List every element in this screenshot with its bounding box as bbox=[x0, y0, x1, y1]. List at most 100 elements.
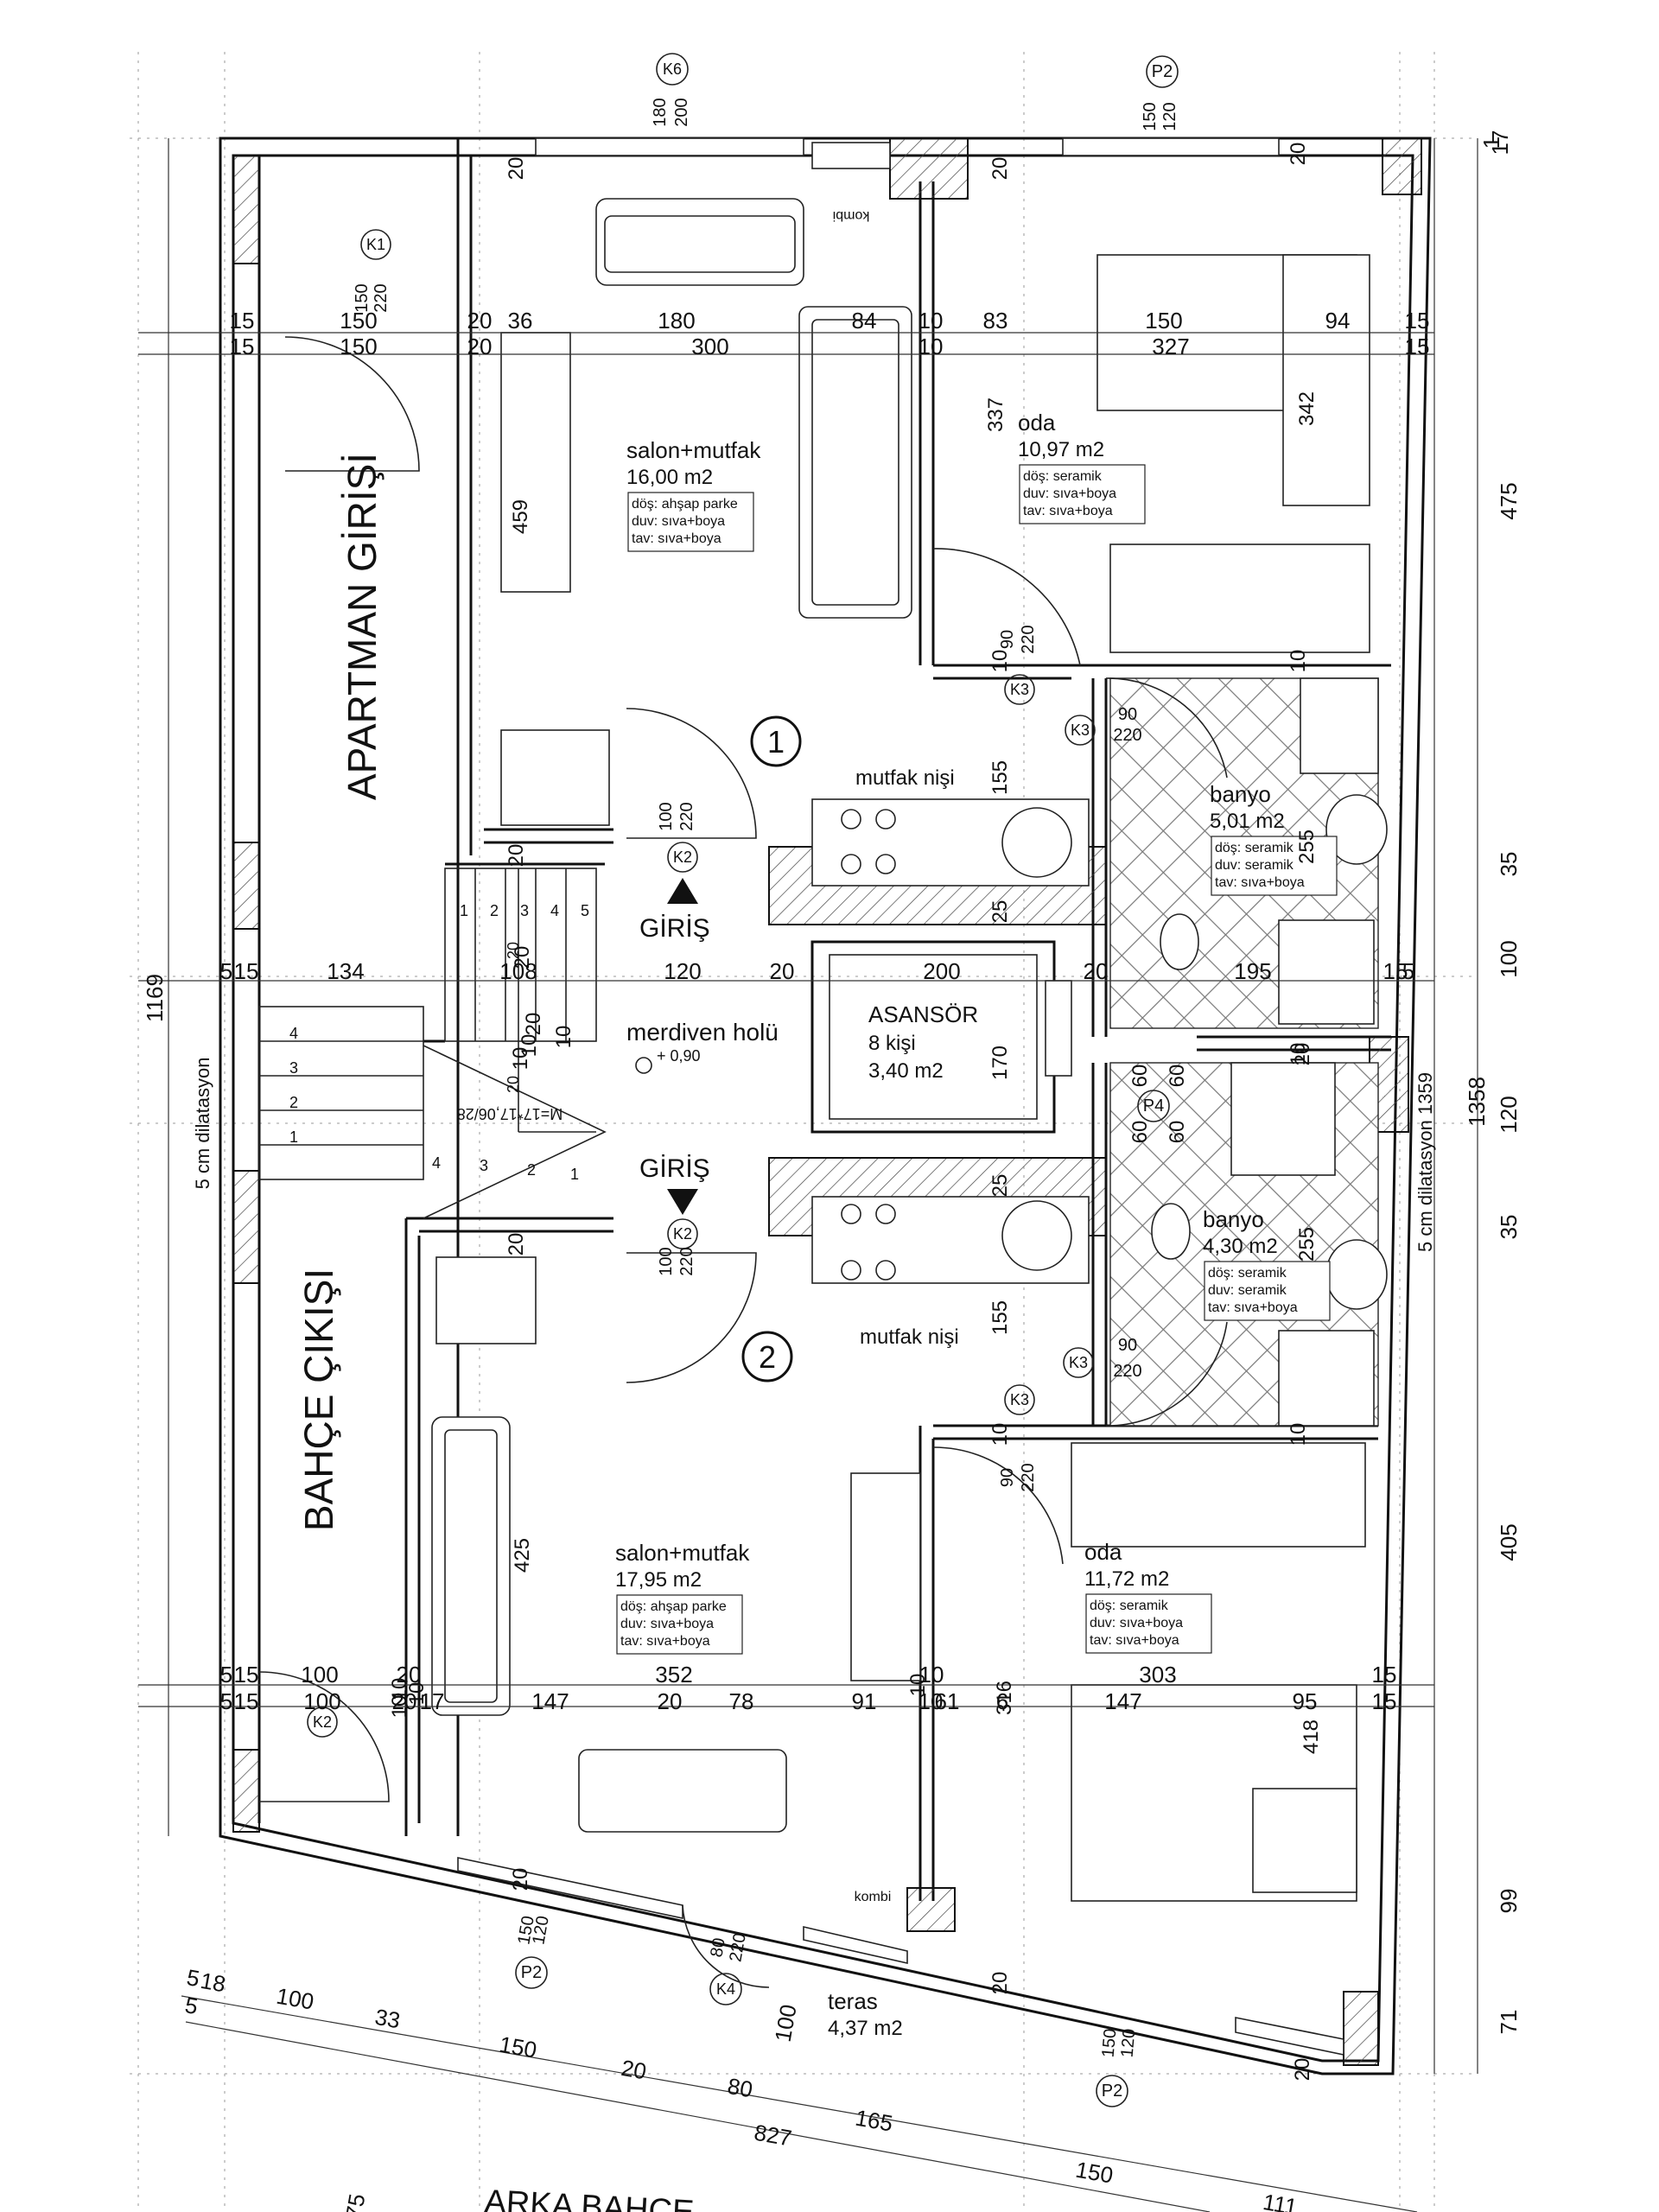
room-area: 10,97 m2 bbox=[1018, 438, 1104, 461]
dimension-value: 111 bbox=[1261, 2189, 1299, 2212]
material-spec: tav: sıva+boya bbox=[1023, 504, 1113, 518]
bahce-cikisi-label: BAHÇE ÇIKIŞI bbox=[296, 1268, 341, 1531]
dimension-value: 75 bbox=[340, 2192, 371, 2212]
dimension-value: 108 bbox=[499, 958, 537, 984]
dimension-value: 15 bbox=[230, 334, 255, 359]
material-spec: döş: seramik bbox=[1215, 841, 1294, 855]
dimension-value: 80 bbox=[726, 2073, 755, 2103]
dimension-value: 20 bbox=[1291, 1043, 1314, 1066]
door-size: 220 bbox=[677, 802, 696, 830]
dimension-value: 95 bbox=[1293, 1688, 1318, 1714]
stair-step-number: 1 bbox=[289, 1128, 298, 1146]
room-area: 4,30 m2 bbox=[1203, 1235, 1278, 1258]
dimension-value: 100 bbox=[301, 1662, 338, 1688]
door-size: 220 bbox=[1019, 1463, 1038, 1491]
dimension-value: 20 bbox=[397, 1662, 422, 1688]
door-size: 220 bbox=[726, 1932, 749, 1964]
door-size: 180 bbox=[651, 98, 670, 126]
dimension-value: 165 bbox=[854, 2105, 895, 2137]
dimension-value: 352 bbox=[655, 1662, 692, 1688]
level-mark: + 0,90 bbox=[657, 1047, 701, 1065]
material-spec: tav: sıva+boya bbox=[1215, 875, 1305, 890]
door-tag: K2 bbox=[313, 1713, 332, 1731]
dimension-value: 10 bbox=[552, 1026, 575, 1049]
dimension-value: 60 bbox=[1128, 1065, 1152, 1088]
dimension-value: 120 bbox=[1496, 1096, 1522, 1133]
dimension-value: 20 bbox=[509, 1868, 532, 1891]
material-box bbox=[616, 1594, 743, 1655]
stair-step-number: 2 bbox=[289, 1094, 298, 1111]
dimension-value: 147 bbox=[1104, 1688, 1141, 1714]
room-area: 3,40 m2 bbox=[868, 1059, 944, 1083]
material-spec: tav: sıva+boya bbox=[620, 1634, 710, 1649]
unit-number-2: 2 bbox=[759, 1339, 776, 1375]
dimension-value: 36 bbox=[508, 308, 533, 334]
window-tag: P2 bbox=[1152, 62, 1173, 81]
material-spec: döş: seramik bbox=[1090, 1599, 1169, 1613]
material-spec: duv: sıva+boya bbox=[632, 514, 725, 529]
dimension-value: 327 bbox=[1152, 334, 1189, 359]
mutfak-nisi-label: mutfak nişi bbox=[860, 1325, 959, 1349]
stair-step-number: 3 bbox=[520, 902, 529, 919]
dimension-value: 83 bbox=[983, 308, 1008, 334]
dimension-value: 300 bbox=[691, 334, 728, 359]
dimension-value: 170 bbox=[988, 1046, 1012, 1080]
furniture-unit-2 bbox=[431, 1062, 1388, 1902]
dimension-value: 20 bbox=[467, 334, 493, 359]
stair-step-number: 4 bbox=[432, 1154, 441, 1172]
dimension-value: 10 bbox=[919, 1662, 944, 1688]
room-name: banyo bbox=[1210, 781, 1271, 807]
dimension-value: 134 bbox=[327, 958, 364, 984]
door-size: 220 bbox=[1019, 625, 1038, 653]
room-area: 17,95 m2 bbox=[615, 1568, 702, 1592]
door-size: 100 bbox=[657, 802, 676, 830]
room-name: oda bbox=[1018, 410, 1056, 435]
material-spec: tav: sıva+boya bbox=[1208, 1300, 1298, 1315]
dimension-value: 20 bbox=[1084, 958, 1109, 984]
dimension-value: 20 bbox=[988, 157, 1012, 181]
door-tag: K4 bbox=[716, 1980, 735, 1998]
merdiven-holu-label: merdiven holü bbox=[626, 1019, 779, 1046]
dimension-value: 10 bbox=[509, 1047, 532, 1071]
dilatasyon-left: 5 cm dilatasyon bbox=[192, 1058, 213, 1190]
dimension-value: 150 bbox=[1074, 2157, 1116, 2189]
dimension-value: 10 bbox=[405, 1682, 429, 1706]
door-tag: K3 bbox=[1010, 1391, 1029, 1408]
stair-step-number: 3 bbox=[289, 1059, 298, 1077]
dimension-value: 15 bbox=[1405, 308, 1430, 334]
door-size: 220 bbox=[1113, 1362, 1141, 1381]
dimension-value: 20 bbox=[467, 308, 493, 334]
material-spec: tav: sıva+boya bbox=[1090, 1633, 1179, 1648]
dimension-value: 150 bbox=[498, 2031, 539, 2063]
dimension-value: 10 bbox=[1287, 1043, 1310, 1066]
dimension-value: 342 bbox=[1295, 391, 1319, 426]
door-tag: K6 bbox=[663, 60, 682, 78]
dimension-value: 20 bbox=[511, 946, 534, 969]
stair-step-number: 5 bbox=[581, 902, 589, 919]
dimension-value: 150 bbox=[1145, 308, 1182, 334]
dimension-value: 10 bbox=[1287, 650, 1310, 673]
dimension-value: 5 bbox=[183, 1992, 200, 2019]
mutfak-nisi-label: mutfak nişi bbox=[855, 766, 955, 790]
dimension-value: 15 bbox=[1372, 1662, 1397, 1688]
material-box bbox=[1085, 1593, 1212, 1654]
dimension-value: 10 bbox=[918, 308, 944, 334]
dimension-value: 1 bbox=[1478, 137, 1504, 149]
dimension-value: 20 bbox=[505, 1233, 528, 1256]
dimension-value: 10 bbox=[918, 334, 944, 359]
dimension-value: 94 bbox=[1325, 308, 1351, 334]
dimension-value: 316 bbox=[993, 1681, 1016, 1715]
dimension-value: 20 bbox=[620, 2055, 649, 2085]
dimension-total: 1169 bbox=[142, 974, 168, 1022]
material-spec: duv: seramik bbox=[1208, 1283, 1287, 1298]
material-box bbox=[1204, 1261, 1331, 1321]
stair-step-number: 3 bbox=[480, 1157, 488, 1174]
dimension-lines bbox=[138, 138, 1478, 2212]
dimension-value: 5 bbox=[185, 1964, 201, 1992]
dimension-value: 99 bbox=[1496, 1889, 1522, 1914]
apartman-girisi-label: APARTMAN GİRİŞİ bbox=[340, 453, 385, 800]
dimension-value: 155 bbox=[988, 760, 1012, 795]
kombi-label: kombi bbox=[833, 208, 870, 223]
